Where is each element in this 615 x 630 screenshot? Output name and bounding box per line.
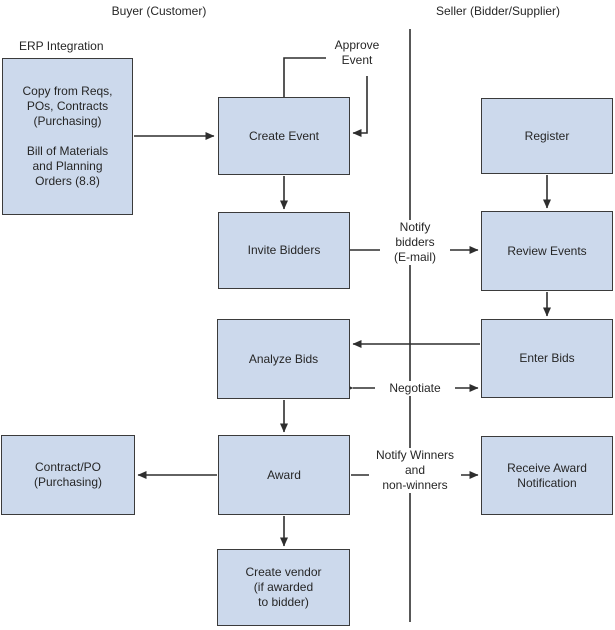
negotiate-label: Negotiate bbox=[375, 381, 455, 396]
lane-heading-buyer: Buyer (Customer) bbox=[111, 4, 207, 18]
lane-heading-seller: Seller (Bidder/Supplier) bbox=[435, 4, 561, 18]
box-contract-po: Contract/PO (Purchasing) bbox=[1, 435, 135, 515]
notify-winners-label: Notify Winners and non-winners bbox=[369, 448, 461, 493]
erp-integration-label: ERP Integration bbox=[17, 39, 106, 54]
approve-event-label: Approve Event bbox=[326, 38, 388, 68]
box-receive-award: Receive Award Notification bbox=[481, 436, 613, 515]
box-erp-source: Copy from Reqs, POs, Contracts (Purchasi… bbox=[2, 58, 133, 215]
box-register: Register bbox=[481, 98, 613, 174]
box-invite-bidders: Invite Bidders bbox=[218, 212, 350, 289]
line-create-event-to-approve bbox=[283, 57, 330, 97]
box-create-vendor: Create vendor (if awarded to bidder) bbox=[217, 549, 350, 626]
box-award: Award bbox=[218, 435, 350, 515]
box-create-event: Create Event bbox=[218, 97, 350, 175]
notify-bidders-label: Notify bidders (E-mail) bbox=[380, 220, 450, 265]
box-review-events: Review Events bbox=[481, 211, 613, 291]
arrow-approve-to-create-event bbox=[352, 76, 368, 137]
box-enter-bids: Enter Bids bbox=[481, 319, 613, 398]
box-analyze-bids: Analyze Bids bbox=[217, 319, 350, 399]
